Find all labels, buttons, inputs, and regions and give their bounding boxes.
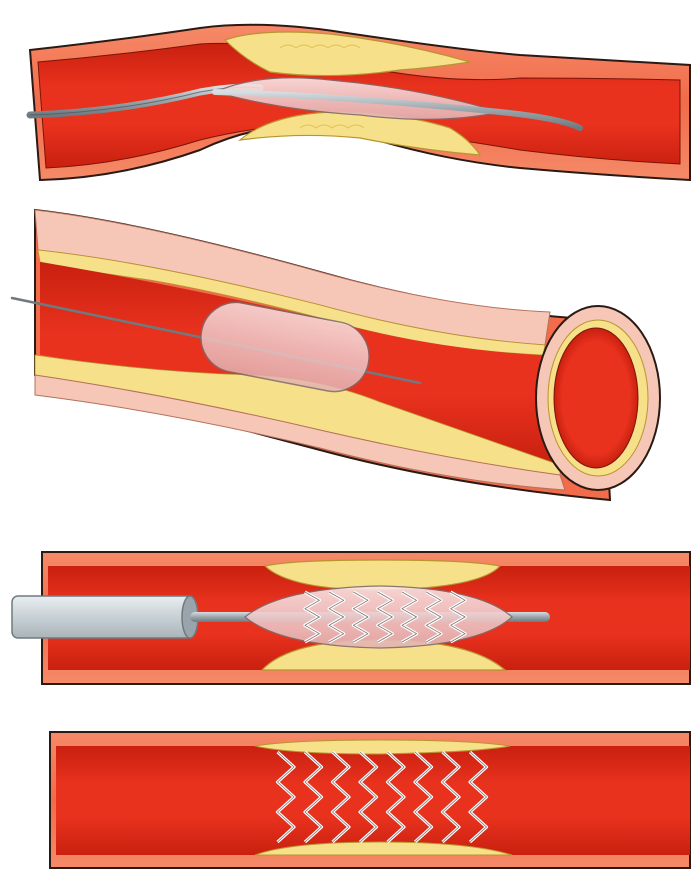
- compressed-plaque-top: [254, 739, 511, 755]
- plaque-texture: [279, 44, 365, 129]
- stent-strut: [450, 591, 466, 643]
- panel-3-stent-deployment: [11, 551, 691, 685]
- vessel-lower-wall-layers: [34, 374, 566, 491]
- stent-strut: [425, 591, 442, 643]
- stent-strut: [304, 591, 320, 643]
- delivery-sheath: [11, 595, 193, 639]
- plaque-top: [263, 559, 502, 591]
- stent-strut: [469, 751, 487, 843]
- vessel-end-lumen: [553, 327, 639, 469]
- stent-strut: [304, 751, 322, 843]
- panel-1-balloon-catheter: [26, 23, 691, 182]
- stent-strut: [377, 591, 393, 643]
- expanded-stent: [275, 750, 489, 844]
- stent-strut: [401, 591, 417, 643]
- inflated-balloon: [200, 301, 370, 393]
- stent-strut: [414, 751, 432, 843]
- stent-strut: [359, 751, 377, 843]
- stent-strut: [353, 591, 369, 643]
- stent-strut: [332, 751, 350, 843]
- stent-strut: [328, 591, 345, 643]
- panel-4-stent-in-place: [49, 731, 691, 869]
- stent-strut: [442, 751, 460, 843]
- compressed-plaque-bottom: [254, 841, 513, 856]
- plaque-top: [223, 31, 471, 77]
- stent-strut: [387, 751, 405, 843]
- panel-2-balloon-inflation-cutaway: [10, 208, 661, 502]
- balloon: [244, 585, 513, 649]
- stent-strut: [277, 751, 295, 843]
- catheter-shaft: [212, 89, 583, 131]
- crimped-stent: [303, 590, 467, 644]
